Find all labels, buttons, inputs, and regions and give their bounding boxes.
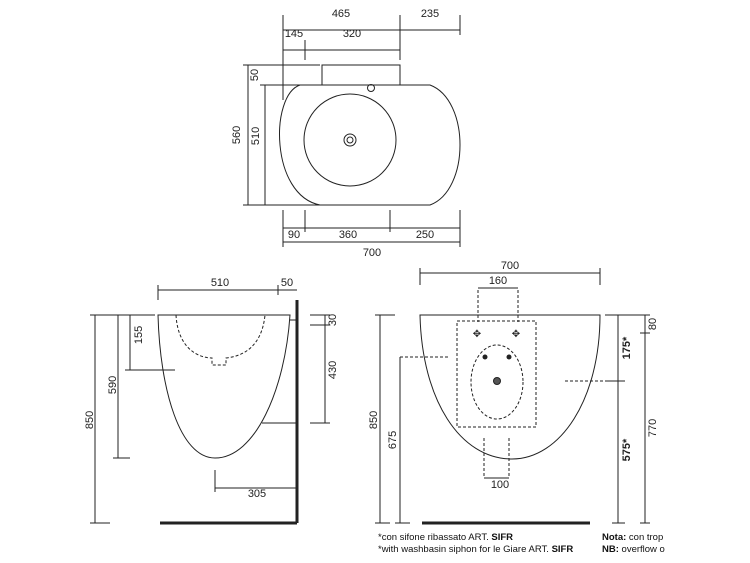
dim-50: 50 <box>281 277 293 289</box>
drain-icon <box>343 133 357 147</box>
dim-675: 675 <box>387 431 399 449</box>
dim-560: 560 <box>231 126 243 144</box>
fixing-plate-hidden <box>456 320 537 428</box>
dim-430: 430 <box>327 361 339 379</box>
dim-90: 90 <box>288 229 300 241</box>
dim-850: 850 <box>368 411 380 429</box>
basin-outline-side <box>157 314 291 459</box>
dim-50: 50 <box>249 69 261 81</box>
tap-cross-icon-left: ✥ <box>473 329 481 340</box>
tap-hole-icon <box>367 84 375 92</box>
dim-590: 590 <box>107 376 119 394</box>
dim-770: 770 <box>647 419 659 437</box>
overflow-notes: Nota: con trop NB: overflow o <box>602 532 665 556</box>
dim-235: 235 <box>421 8 439 20</box>
fixing-hole-left <box>482 354 488 360</box>
dim-160: 160 <box>489 275 507 287</box>
nota-text: con trop <box>626 532 664 543</box>
dim-700: 700 <box>501 260 519 272</box>
nb: NB: overflow o <box>602 544 665 556</box>
drain-inner <box>346 136 354 144</box>
dim-465: 465 <box>332 8 350 20</box>
dim-850: 850 <box>84 411 96 429</box>
nb-label: NB: <box>602 544 619 555</box>
bowl-hidden-line <box>175 314 266 366</box>
dim-700: 700 <box>363 247 381 259</box>
note-english: *with washbasin siphon for le Giare ART.… <box>378 544 573 556</box>
note-text: *con sifone ribassato ART. <box>378 532 492 543</box>
front-view: ✥ ✥ 700 160 850 675 175* 575* 80 770 100 <box>368 260 659 525</box>
basin-outline-front <box>419 314 601 460</box>
back-plate <box>321 64 401 86</box>
dim-305: 305 <box>248 488 266 500</box>
article-code: SIFR <box>551 544 574 555</box>
dim-510: 510 <box>250 127 262 145</box>
dim-80: 80 <box>647 318 659 330</box>
note-text: *with washbasin siphon for le Giare ART. <box>378 544 552 555</box>
dim-155: 155 <box>133 326 145 344</box>
dim-250: 250 <box>416 229 434 241</box>
dim-175: 175* <box>621 336 633 359</box>
top-view: 465 235 145 320 50 510 560 90 360 250 70… <box>231 8 461 259</box>
side-view: 510 50 155 590 850 30 430 305 <box>84 277 339 525</box>
tap-cross-icon-right: ✥ <box>512 329 520 340</box>
dim-575: 575* <box>621 438 633 461</box>
basin-outline-top <box>279 84 461 206</box>
fixing-hole-right <box>506 354 512 360</box>
note-italian: *con sifone ribassato ART. SIFR <box>378 532 573 544</box>
dim-100: 100 <box>491 479 509 491</box>
article-code: SIFR <box>491 532 514 543</box>
siphon-hidden <box>470 344 524 420</box>
drain-icon <box>493 377 501 385</box>
dim-145: 145 <box>285 28 303 40</box>
dim-510: 510 <box>211 277 229 289</box>
nb-text: overflow o <box>618 544 665 555</box>
dim-320: 320 <box>343 28 361 40</box>
siphon-notes: *con sifone ribassato ART. SIFR *with wa… <box>378 532 573 556</box>
nota-label: Nota: <box>602 532 627 543</box>
dim-360: 360 <box>339 229 357 241</box>
bowl-circle <box>303 93 397 187</box>
nota: Nota: con trop <box>602 532 665 544</box>
dim-30: 30 <box>327 314 339 326</box>
